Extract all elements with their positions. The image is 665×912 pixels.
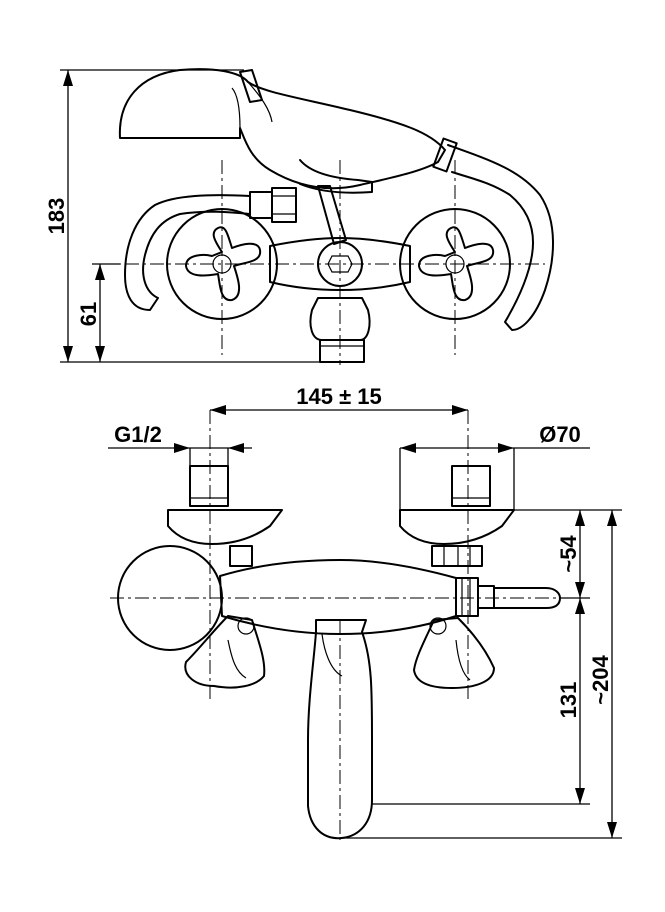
right-eccentric-nut (431, 545, 483, 567)
right-inlet-fitting (451, 465, 491, 507)
dim-145: 145 ± 15 (210, 384, 468, 415)
dim-183: 183 (44, 69, 322, 363)
dim-131-label: 131 (556, 682, 581, 719)
dim-204-label: ~204 (588, 654, 613, 704)
top-view: 183 61 (44, 68, 554, 365)
left-valve-rosette (166, 208, 278, 320)
aerator (319, 339, 365, 363)
coupling-ring (455, 577, 479, 617)
left-cross-handle (185, 226, 262, 302)
dim-54-label: ~54 (556, 535, 581, 573)
right-valve-rosette (399, 208, 511, 320)
right-cross-handle (418, 226, 495, 302)
mixer-body-side (219, 559, 457, 635)
dim-g12: G1/2 (108, 422, 252, 466)
dim-d70: Ø70 (399, 422, 590, 510)
diverter-lever (317, 185, 347, 245)
spout-inner (321, 633, 343, 677)
dim-183-label: 183 (44, 198, 69, 235)
shower-handle-line (247, 81, 273, 123)
left-inlet-fitting (189, 465, 229, 507)
dim-61: 61 (76, 263, 120, 362)
shower-holder-clip (239, 69, 263, 103)
dim-145-label: 145 ± 15 (296, 384, 381, 409)
hose-coupling-left (249, 191, 273, 219)
bottom-view: 145 ± 15 G1/2 Ø70 ~ (108, 384, 622, 840)
coupling-nut (477, 585, 495, 609)
dim-131: 131 (556, 598, 585, 804)
holder-stem (299, 159, 373, 194)
left-rosette (167, 509, 283, 545)
dim-g12-label: G1/2 (114, 422, 162, 447)
hose-coupling (271, 187, 297, 223)
dim-61-label: 61 (76, 302, 101, 326)
hose-nut (432, 137, 458, 173)
hand-shower-head (118, 68, 446, 190)
left-eccentric-nut (229, 545, 253, 567)
shower-neck (231, 87, 241, 129)
dim-204: ~204 (588, 510, 617, 838)
left-handle-underside (184, 615, 266, 689)
mixer-body (269, 237, 411, 291)
dim-54: ~54 (556, 510, 585, 598)
right-rosette (399, 509, 515, 545)
right-handle-underside (413, 617, 495, 689)
wall-hook-arm (124, 194, 251, 311)
dim-d70-label: Ø70 (539, 422, 581, 447)
diverter-nut (327, 255, 353, 273)
shower-hose (447, 144, 554, 331)
